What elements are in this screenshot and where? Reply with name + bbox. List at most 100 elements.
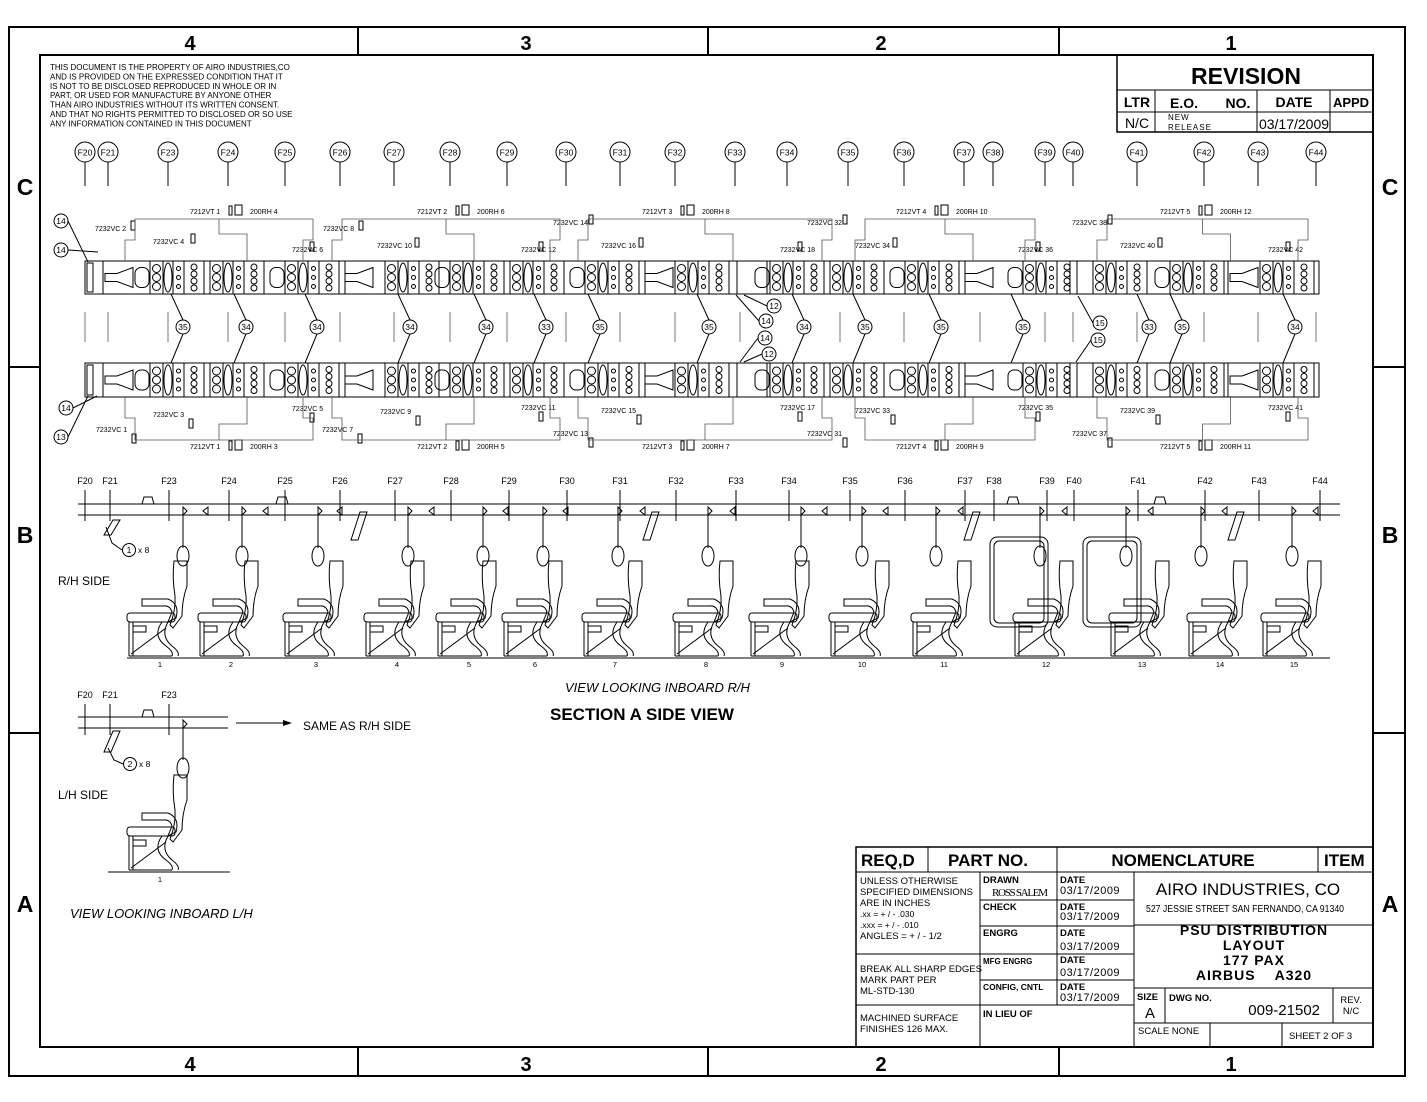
indicator-light-icon [490, 284, 498, 292]
indicator-light-icon [425, 366, 433, 373]
frame-label: F34 [781, 476, 797, 486]
reading-light-switch-icon [1286, 284, 1291, 289]
item-callout-bubble [402, 319, 418, 335]
frame-label: F44 [1312, 476, 1328, 486]
indicator-light-icon [870, 277, 878, 285]
reading-light-switch-icon [476, 368, 481, 374]
reading-light-switch-icon [236, 377, 241, 383]
indicator-light-icon [1300, 284, 1308, 292]
oxygen-mask-icon [176, 757, 190, 779]
reading-light-switch-icon [1049, 266, 1054, 271]
attendant-call-icon [387, 264, 396, 273]
frame-callout-label: F30 [559, 148, 574, 158]
item-callout-bubble [478, 319, 494, 335]
reading-light-switch-icon [176, 386, 181, 392]
oxygen-mask-icon [1285, 545, 1299, 567]
vent-icon [336, 505, 343, 517]
indicator-light-icon [1300, 373, 1308, 380]
reading-light-switch-icon [476, 266, 481, 271]
reading-light-switch-icon [701, 386, 706, 392]
oxygen-outlet-icon [241, 505, 247, 517]
indicator-light-icon [1063, 263, 1071, 271]
zone-column-label: 3 [520, 1054, 531, 1076]
wire-harness [704, 397, 734, 440]
zone-dividers [9, 27, 1405, 1076]
wire-harness [944, 397, 974, 440]
vc-connector-icon [1285, 411, 1291, 422]
callout-leader [791, 333, 805, 364]
vc-connector-icon [415, 415, 421, 426]
indicator-light-icon [1133, 263, 1141, 271]
frame-callout-label: F41 [1130, 148, 1145, 158]
indicator-light-icon [1210, 373, 1218, 380]
callout-leader [587, 293, 601, 321]
indicator-light-icon [550, 270, 558, 278]
passenger-seat-icon [126, 560, 188, 657]
vc-label: 7232VC 4 [153, 239, 184, 246]
vent-icon [202, 505, 209, 517]
reading-light-switch-icon [931, 266, 936, 271]
callout-leader [1136, 293, 1150, 321]
indicator-light-icon [250, 387, 258, 394]
callout-leader [67, 249, 99, 253]
vc-connector-icon [890, 414, 896, 425]
size-value: A [1145, 1005, 1155, 1022]
attendant-call-icon [1025, 366, 1034, 376]
callout-leader [743, 294, 768, 307]
item-callout-bubble [761, 346, 777, 362]
tolerance-line: SPECIFIED DIMENSIONS [860, 887, 973, 898]
zone-row-label: A [17, 891, 34, 917]
rh-label: 200RH 10 [956, 209, 988, 216]
attendant-call-icon [772, 273, 781, 282]
frame-callout-label: F34 [780, 148, 795, 158]
rev-eo-header: E.O. [1170, 95, 1198, 111]
reading-light-switch-icon [1196, 275, 1201, 280]
vc-connector-icon [131, 433, 137, 444]
oxygen-outlet-icon [861, 505, 867, 517]
reading-light-switch-icon [1049, 275, 1054, 280]
title-block: REQ,D PART NO. NOMENCLATURE ITEM UNLESS … [855, 846, 1374, 1048]
psu-module [829, 260, 844, 295]
item-callout-bubble [53, 429, 69, 445]
speaker-icon [463, 364, 473, 396]
psu-module [769, 362, 784, 398]
speaker-icon [1036, 262, 1046, 293]
seat-row-number: 13 [1138, 660, 1146, 669]
attendant-call-icon [387, 366, 396, 376]
callout-leader [304, 293, 318, 321]
seat-row-number: 15 [1290, 660, 1298, 669]
indicator-light-icon [490, 263, 498, 271]
vc-label: 7232VC 15 [601, 408, 636, 415]
attendant-call-icon [1172, 375, 1181, 385]
vc-connector-icon [538, 411, 544, 422]
passenger-seat-icon [1108, 560, 1170, 657]
vc-label: 7232VC 6 [292, 247, 323, 254]
psu-module [607, 362, 620, 398]
item-callout-label: 15 [1093, 335, 1103, 345]
frame-callout-label: F38 [986, 148, 1001, 158]
section-title: SECTION A SIDE VIEW [550, 705, 735, 724]
item-callout-label: 35 [704, 322, 714, 332]
passenger-seat-icon [501, 560, 563, 657]
item-callout-bubble [757, 330, 773, 346]
indicator-light-icon [715, 373, 723, 380]
indicator-light-icon [1133, 387, 1141, 394]
speaker-icon [1106, 262, 1116, 293]
vc-connector-icon [190, 233, 196, 244]
vc-connector-icon [538, 241, 544, 252]
notice-line: ANY INFORMATION CONTAINED IN THIS DOCUME… [50, 119, 252, 128]
reading-light-switch-icon [236, 368, 241, 374]
callout-leader [533, 293, 547, 321]
oxygen-door-icon [134, 369, 150, 391]
oxygen-outlet-icon [182, 718, 188, 730]
item-callout-label: 34 [405, 322, 415, 332]
vc-label: 7232VC 1 [96, 427, 127, 434]
item-callout-label: 14 [56, 245, 66, 255]
reading-light-switch-icon [796, 386, 801, 392]
speaker-icon [398, 262, 408, 293]
attendant-call-icon [677, 375, 686, 385]
placard-icon [103, 730, 121, 753]
date-label: DATE [1060, 875, 1085, 886]
item-callout-qty: x 8 [139, 759, 151, 769]
